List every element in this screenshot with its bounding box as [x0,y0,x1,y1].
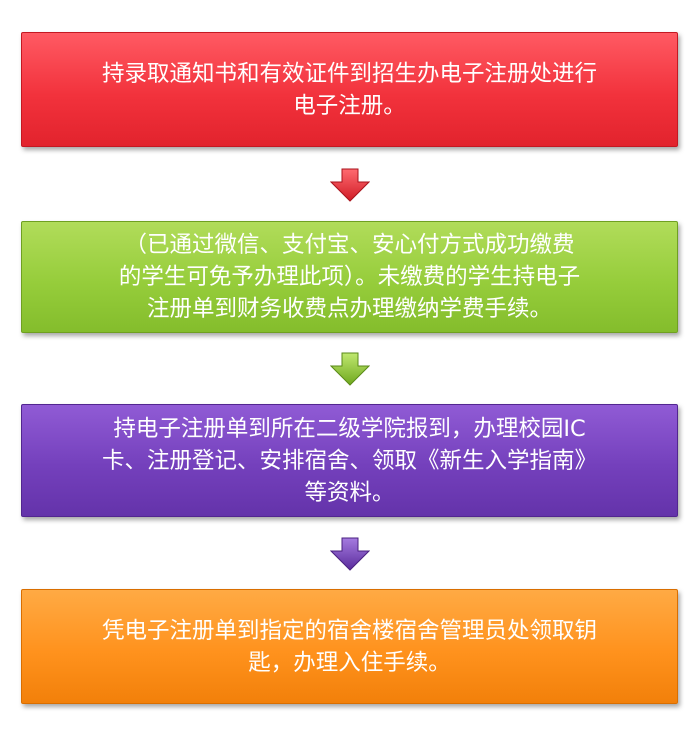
step-2-text: （已通过微信、支付宝、安心付方式成功缴费 的学生可免予办理此项）。未缴费的学生持… [119,229,580,325]
step-3-line-2: 卡、注册登记、安排宿舍、领取《新生入学指南》 [101,447,597,474]
step-2-line-1: （已通过微信、支付宝、安心付方式成功缴费 [124,232,575,258]
step-3-line-1: 持电子注册单到所在二级学院报到，办理校园IC [113,415,586,442]
step-4-text: 凭电子注册单到指定的宿舍楼宿舍管理员处领取钥 匙，办理入住手续。 [102,615,597,679]
step-3-text: 持电子注册单到所在二级学院报到，办理校园IC 卡、注册登记、安排宿舍、领取《新生… [102,413,597,509]
step-3-line-3: 等资料。 [304,479,395,506]
step-2-box: （已通过微信、支付宝、安心付方式成功缴费 的学生可免予办理此项）。未缴费的学生持… [21,221,678,333]
down-arrow-icon [330,537,370,571]
step-4-line-1: 凭电子注册单到指定的宿舍楼宿舍管理员处领取钥 [101,617,597,644]
step-1-line-2: 电子注册。 [293,92,406,119]
down-arrow-icon [330,352,370,386]
step-1-box: 持录取通知书和有效证件到招生办电子注册处进行 电子注册。 [21,32,678,147]
step-2-line-3: 注册单到财务收费点办理缴纳学费手续。 [146,296,552,322]
step-1-line-1: 持录取通知书和有效证件到招生办电子注册处进行 [101,60,597,87]
step-4-box: 凭电子注册单到指定的宿舍楼宿舍管理员处领取钥 匙，办理入住手续。 [21,589,678,704]
step-2-line-2: 的学生可免予办理此项）。未缴费的学生持电子 [118,264,581,290]
step-1-text: 持录取通知书和有效证件到招生办电子注册处进行 电子注册。 [102,58,597,122]
step-3-box: 持电子注册单到所在二级学院报到，办理校园IC 卡、注册登记、安排宿舍、领取《新生… [21,404,678,517]
down-arrow-icon [330,168,370,202]
step-4-line-2: 匙，办理入住手续。 [248,649,451,676]
